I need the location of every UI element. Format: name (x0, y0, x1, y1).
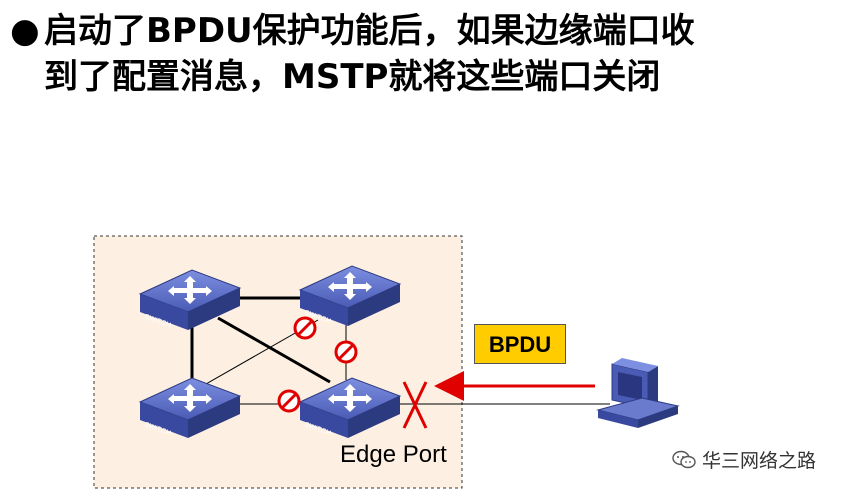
port-shutdown-x-icon (402, 381, 428, 429)
stp-region (93, 235, 463, 489)
bullet-dot: ● (10, 11, 40, 51)
edge-port-label: Edge Port (340, 441, 447, 468)
pc-icon (596, 358, 680, 428)
switch-bottom-left: SWITCH (138, 377, 242, 438)
switch-top-left: SWITCH (138, 269, 242, 330)
blocked-port-icon (293, 316, 317, 340)
blocked-port-icon (277, 389, 301, 413)
watermark: 华三网络之路 (672, 446, 816, 473)
watermark-text: 华三网络之路 (702, 450, 817, 472)
blocked-port-icon (334, 340, 358, 364)
heading: ●启动了BPDU保护功能后，如果边缘端口收 到了配置消息，MSTP就将这些端口关… (10, 8, 850, 100)
switch-top-right: SWITCH (298, 265, 402, 326)
heading-line-1: 启动了BPDU保护功能后，如果边缘端口收 (44, 11, 695, 51)
bpdu-label: BPDU (474, 324, 566, 364)
heading-line-2: 到了配置消息，MSTP就将这些端口关闭 (44, 57, 661, 97)
wechat-icon (672, 450, 696, 470)
link-sw1-sw4 (217, 316, 331, 384)
